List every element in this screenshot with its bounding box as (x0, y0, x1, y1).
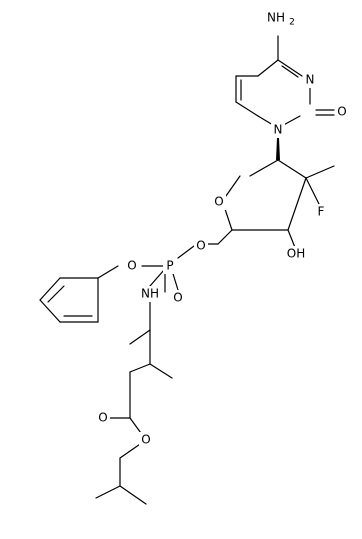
cytosine-ring (235, 35, 335, 129)
ester-carbonyl-o-label: O (98, 411, 107, 425)
ring-o-label: O (214, 195, 223, 209)
phenyl-ring (39, 265, 119, 323)
bond (39, 299, 61, 323)
bond (97, 265, 119, 279)
amide-n-label: NH (141, 287, 159, 301)
ester-chain (95, 417, 147, 505)
phenoxy-o-label: O (127, 259, 136, 273)
bond (177, 245, 195, 259)
bond (305, 177, 321, 207)
bond (129, 329, 151, 345)
bond (119, 485, 147, 505)
atom-labels: NH 2 N N O O F OH O P O O NH O O (96, 10, 349, 448)
wedge-bond (276, 138, 280, 160)
bond (277, 159, 307, 179)
bond (39, 277, 61, 301)
bond (287, 177, 307, 231)
ring-n-top-label: N (306, 73, 315, 87)
hydroxyl-label: OH (287, 247, 305, 261)
phosphate-group (129, 245, 195, 419)
bond (235, 101, 259, 117)
ester-o-link-label: O (196, 239, 205, 253)
carbonyl-o-label: O (337, 105, 346, 119)
bond (95, 485, 121, 499)
phos-o-double-label: O (173, 291, 182, 305)
amine-subscript: 2 (289, 18, 295, 28)
bond (249, 159, 279, 177)
bond (149, 269, 165, 287)
bond (225, 175, 241, 197)
amine-label: NH (267, 11, 285, 25)
bond (277, 59, 303, 77)
bond (257, 59, 279, 77)
ester-o-label: O (141, 433, 150, 447)
bond (217, 229, 233, 245)
sugar-ring (207, 137, 335, 251)
bond (149, 363, 173, 379)
bond (305, 165, 335, 179)
ring-n-bottom-label: N (274, 123, 283, 137)
fluorine-label: F (318, 205, 325, 219)
bond (129, 363, 151, 373)
bond (47, 285, 65, 303)
bond (281, 65, 299, 78)
phosphorus-label: P (166, 259, 173, 273)
